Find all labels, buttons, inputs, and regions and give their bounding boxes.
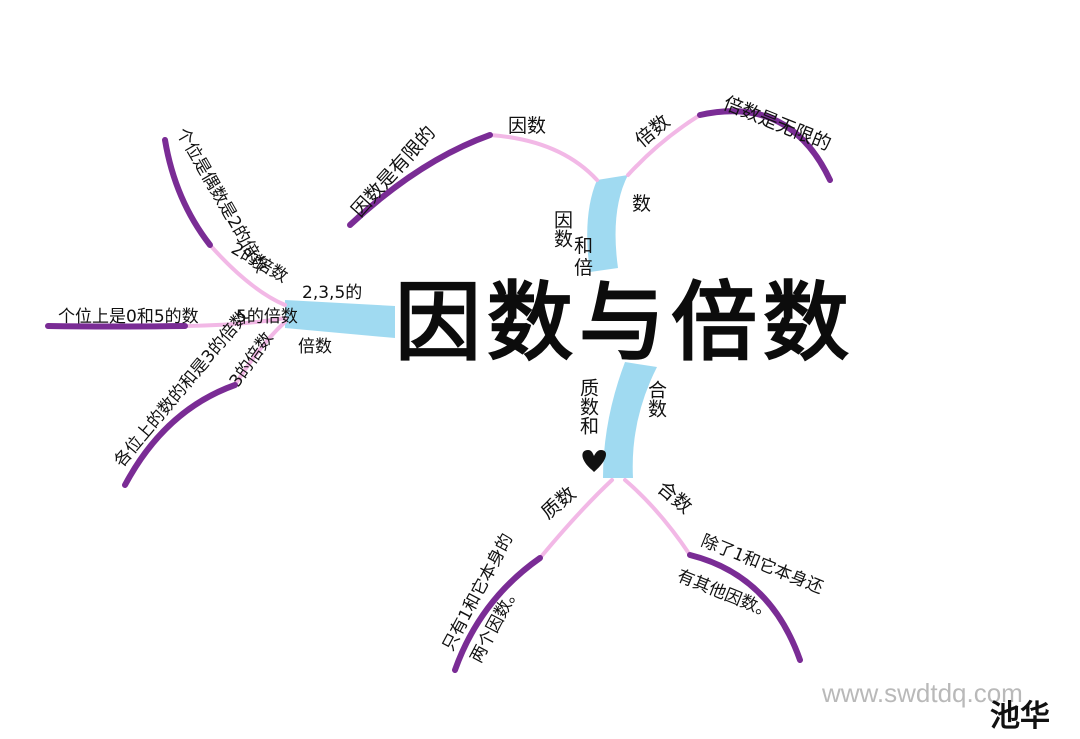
page-title: 因数与倍数 (395, 272, 855, 373)
author-signature: 池华 (990, 699, 1050, 734)
pink-branches (183, 113, 702, 560)
hub-multiple-char: 倍 (574, 257, 593, 279)
rule-2-branch-line (162, 137, 213, 248)
factor-multiple-hub: 因数 和 倍 数 (551, 193, 651, 279)
rule-5-label: 5的倍数 (236, 307, 298, 327)
rule-3-branch-line (122, 382, 238, 488)
rule-5-note: 个位上是0和5的数 (58, 307, 199, 327)
prime-composite-hub-right: 合数 (645, 380, 667, 418)
lower-trunk-highlight (603, 362, 657, 478)
watermark: www.swdtdq.com (821, 678, 1023, 708)
heart-icon (582, 450, 607, 472)
composite-branch-line (687, 552, 803, 663)
left-trunk-highlight (285, 300, 395, 338)
rule-5-branch-line (45, 323, 188, 330)
factor-note: 因数是有限的 (347, 122, 440, 221)
multiple-label: 倍数 (631, 111, 674, 152)
divisibility-hub-top: 2,3,5的 (302, 283, 362, 303)
factor-label: 因数 (508, 115, 546, 137)
multiple-branch-line (697, 108, 833, 183)
prime-composite-hub-left: 质数和 (577, 378, 599, 435)
divisibility-hub-bottom: 倍数 (298, 337, 332, 357)
rule-2-note: 个位是偶数是2的倍数 (172, 125, 271, 277)
hub-number-char: 数 (632, 193, 651, 215)
hub-and-label: 和 (574, 235, 593, 257)
hub-factor-label: 因数 (551, 210, 573, 248)
multiple-note: 倍数是无限的 (720, 92, 834, 155)
highlight-trunks (285, 175, 657, 478)
purple-branches (45, 108, 833, 673)
prime-branch-line (452, 555, 543, 673)
factor-branch-line (347, 132, 493, 228)
upper-trunk-highlight (587, 175, 628, 272)
